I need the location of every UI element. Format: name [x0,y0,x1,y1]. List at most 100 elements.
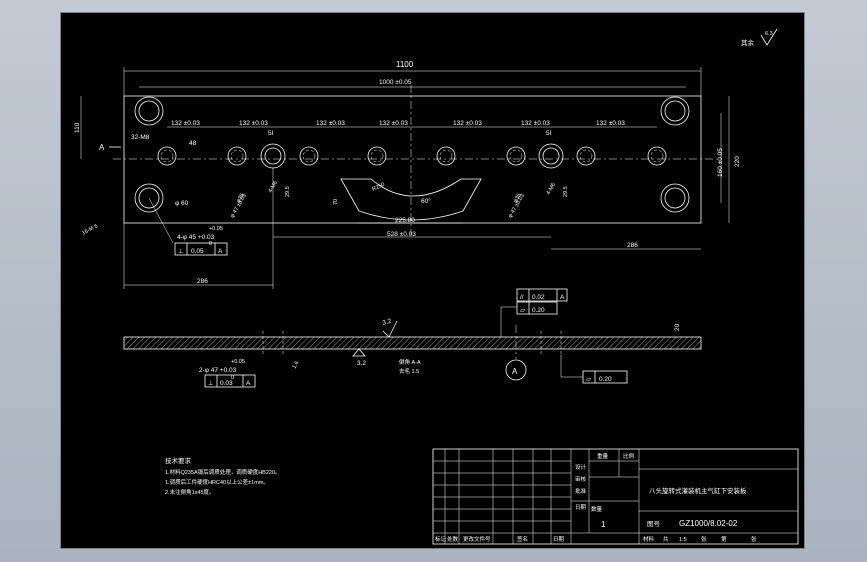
gdt-par-symbol: // [520,294,524,301]
datum-a-label: A [512,367,518,376]
pitch-dim-4: 132 ±0.03 [453,120,482,127]
slot-radius: R250 [371,182,385,193]
dim-286-left: 286 [197,278,208,285]
tb-date-label: 日期 [575,504,587,511]
hole-group-10 [647,146,667,166]
dim-286-right: 286 [627,242,638,249]
tb-qty-label: 数量 [591,505,603,513]
left-bore-thread: 4-M6 [268,180,279,194]
tb-part-name: 八头旋转式灌装机主气缸下安装板 [649,486,747,495]
gdt-perp-value-2: 0.03 [220,380,233,387]
datum-a-circle [505,359,527,381]
technical-notes: 技术要求 1.材料Q235A锻后调质处理，调质硬度HB220。 1.调质后工件硬… [165,456,281,496]
drawing-viewport[interactable]: 其余 6.3 1100 1000 ±0.05 11 [60,12,805,549]
hole-group-9 [576,146,596,166]
datum-a-left: A [99,143,105,152]
gdt-frame-perp-1: ⊥ 0.05 A [174,242,228,256]
pitch-dim-2: 132 ±0.03 [316,120,345,127]
hole-group-5 [367,146,387,166]
tb-qty: 1 [601,520,606,529]
notes-line-3: 2.未注倒角1x45度。 [165,488,215,496]
gdt-frame-flatness-2: ▱ 0.20 [582,370,628,384]
title-block: 重量 比例 设计 审核 批准 日期 数量 1 八头旋转式灌装机主气缸下安装板 图… [432,448,799,545]
pitch-dim-3: 132 ±0.03 [379,120,408,127]
roughness-value: 6.3 [765,31,773,37]
tb-weight-label: 重量 [597,452,609,460]
gdt-perp-symbol-2: ⊥ [208,380,214,387]
hole-group-4 [299,146,319,166]
gdt-par-ref: A [560,294,565,301]
corner-bore-br [660,183,690,213]
slot-height: 70 [333,199,339,205]
hole-group-8 [538,143,564,169]
left-bore-phi: φ35 [236,193,246,204]
corner-phi-callout: φ 60 [175,200,189,207]
tb-sheet-of: 张 [701,535,707,543]
bore-spec: 4-φ 45 +0.03 [177,234,215,241]
dim-overall-length: 1100 [396,60,414,69]
tb-bottom-5: 日期 [553,536,565,543]
dim-left-height: 110 [74,122,81,133]
pitch-dim-6: 132 ±0.03 [239,120,268,127]
hole-group-3 [260,143,286,169]
plate-outline [123,95,702,224]
section-view: // 0.02 A ▱ 0.20 3.2 3.2 20 倒角 A-A [123,288,702,388]
gdt-flat-value: 0.20 [532,307,545,314]
section-roughness-top: 3.2 [382,318,393,327]
gdt-flat2-symbol: ▱ [586,376,592,383]
tb-bottom-4: 签名 [517,535,528,543]
slot-angle: 60° [421,197,431,205]
pitch-dim-1: 132 ±0.03 [171,120,200,127]
section-thickness: 20 [674,323,681,331]
section-roughness-bottom: 3.2 [357,360,366,367]
pitch-dim-7: 132 ±0.03 [521,120,550,127]
tb-drawing-no: GZ1000/8.02-02 [679,519,738,528]
hole-group-2 [227,146,247,166]
tb-bottom-1: 标记 [435,535,447,543]
gdt-frame-perp-2: ⊥ 0.03 A [204,374,256,388]
slot-width: 225.80 [395,217,415,224]
section-roughness-side: 1.6 [292,360,301,370]
corner-bore-bl [134,183,164,213]
left-bore-29-5: 29.5 [285,186,291,197]
dim-hole-spacing: 1000 ±0.05 [379,79,412,86]
tb-scale-value: 1:5 [679,537,687,543]
gdt-frame-parallel: // 0.02 A [516,288,568,302]
bore-tol-plus: +0.05 [209,226,223,232]
gdt-perp-ref-2: A [246,380,251,387]
gdt-frame-flatness: ▱ 0.20 [516,301,558,315]
right-bore-29-5: 29.5 [563,186,569,197]
notes-line-2: 1.调质后工件硬度HRC40以上公差±1mm。 [165,478,269,486]
small-dim-left: 5l [268,130,274,137]
tb-bottom-2: 处数 [447,535,459,543]
tb-designer: 设计 [575,463,587,471]
hole-group-7 [506,146,526,166]
surface-finish-general: 其余 6.3 [741,28,778,47]
tb-bottom-3: 更改文件号 [463,535,491,543]
bore-spacing: 528 ±0.03 [387,231,416,238]
central-slot [340,178,482,221]
tb-material-label: 材料 [643,535,655,543]
dim-right-inner: 160 ±0.05 [717,148,724,177]
corner-thread-callout: 16-M 6 [81,223,99,236]
roughness-label: 其余 [741,38,755,47]
engineering-drawing: 其余 6.3 1100 1000 ±0.05 11 [74,28,799,545]
tb-scale-label: 比例 [623,452,635,460]
section-bore-tol-plus: +0.05 [231,359,245,365]
notes-line-1: 1.材料Q235A锻后调质处理，调质硬度HB220。 [165,468,281,476]
section-note-2: 去毛 1.5 [399,367,419,375]
thread-callout-top: 32-M8 [131,134,150,141]
right-bore-phi: φ35 [513,193,523,204]
corner-bore-tl [134,96,164,126]
bore-tol-minus: 0 [209,241,212,247]
pitch-dim-5: 132 ±0.03 [596,120,625,127]
gdt-perp-symbol-1: ⊥ [178,248,184,255]
plan-view: 1100 1000 ±0.05 110 A 220 160 ±0.05 [74,60,741,289]
section-bore-spec: 2-φ 47 +0.03 [199,367,237,374]
roughness-symbol-icon [760,28,778,46]
hole-group-1 [157,146,177,166]
tb-sheet-label: 共 [663,535,669,543]
tb-checker: 审核 [575,475,587,483]
tb-sheet-num-of: 张 [751,535,757,543]
